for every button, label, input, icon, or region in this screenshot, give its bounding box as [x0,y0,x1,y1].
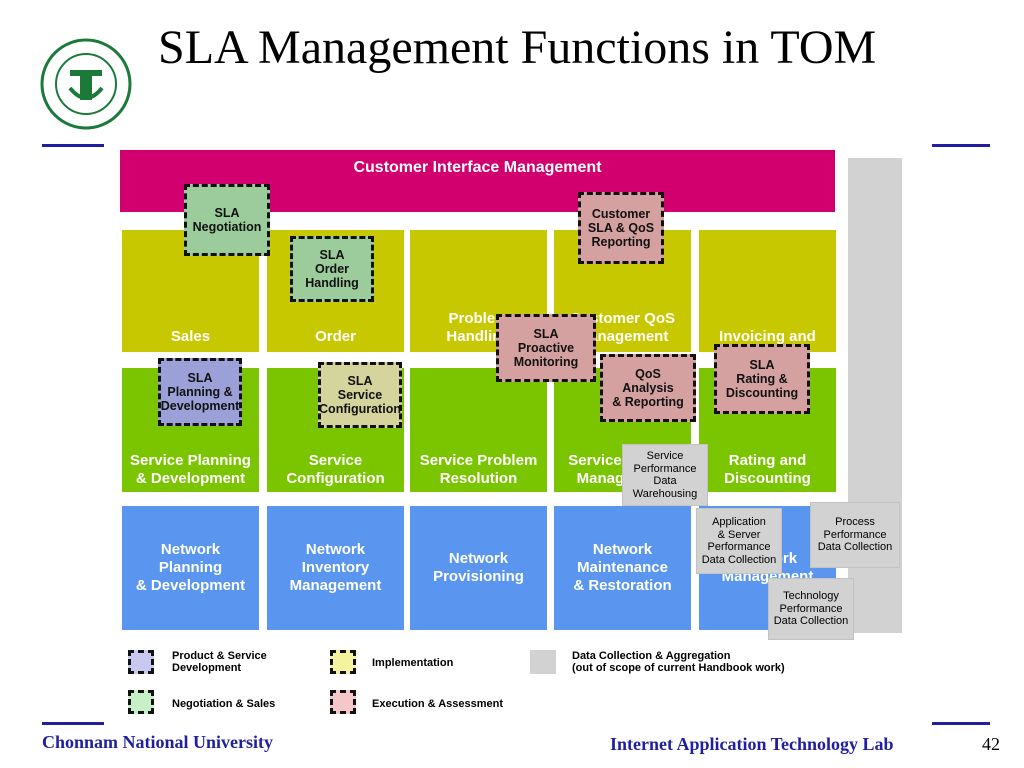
process-network-3: Network Maintenance & Restoration [554,506,691,630]
process-top-2: Problem Handling [410,230,547,352]
footer-university: Chonnam National University [42,732,274,752]
footer-rule-left [42,722,104,725]
slide-title: SLA Management Functions in TOM [158,21,877,74]
footer-lab: Internet Application Technology Lab [610,734,894,754]
sla-box-3: SLA Planning & Development [158,358,242,426]
legend-label-4: Execution & Assessment [372,698,504,710]
footer-rule-right [932,722,990,725]
header-rule-right [932,144,990,147]
process-network-2: Network Provisioning [410,506,547,630]
sla-box-2: Customer SLA & QoS Reporting [578,192,664,264]
data-collection-box-0: Service Performance Data Warehousing [622,444,708,506]
legend-swatch-3 [128,690,154,714]
process-network-0: Network Planning & Development [122,506,259,630]
sla-box-1: SLA Order Handling [290,236,374,302]
sla-box-4: SLA Service Configuration [318,362,402,428]
legend-label-1: Implementation [372,657,454,669]
legend-label-2: Data Collection & Aggregation (out of sc… [572,650,785,674]
legend-swatch-0 [128,650,154,674]
process-top-4: Invoicing and [699,230,836,352]
sla-box-7: SLA Rating & Discounting [714,344,810,414]
header-rule-left [42,144,104,147]
legend-swatch-4 [330,690,356,714]
legend-label-0: Product & Service Development [172,650,267,674]
process-service-0: Service Planning & Development [122,368,259,492]
sla-box-0: SLA Negotiation [184,184,270,256]
sla-box-6: QoS Analysis & Reporting [600,354,696,422]
data-collection-box-3: Technology Performance Data Collection [768,578,854,640]
university-logo [40,38,132,130]
legend-label-3: Negotiation & Sales [172,698,276,710]
legend-swatch-1 [330,650,356,674]
sla-box-5: SLA Proactive Monitoring [496,314,596,382]
data-collection-box-1: Application & Server Performance Data Co… [696,508,782,574]
process-network-1: Network Inventory Management [267,506,404,630]
process-service-2: Service Problem Resolution [410,368,547,492]
page-number: 42 [982,734,1000,754]
legend-swatch-2 [530,650,556,674]
data-collection-box-2: Process Performance Data Collection [810,502,900,568]
